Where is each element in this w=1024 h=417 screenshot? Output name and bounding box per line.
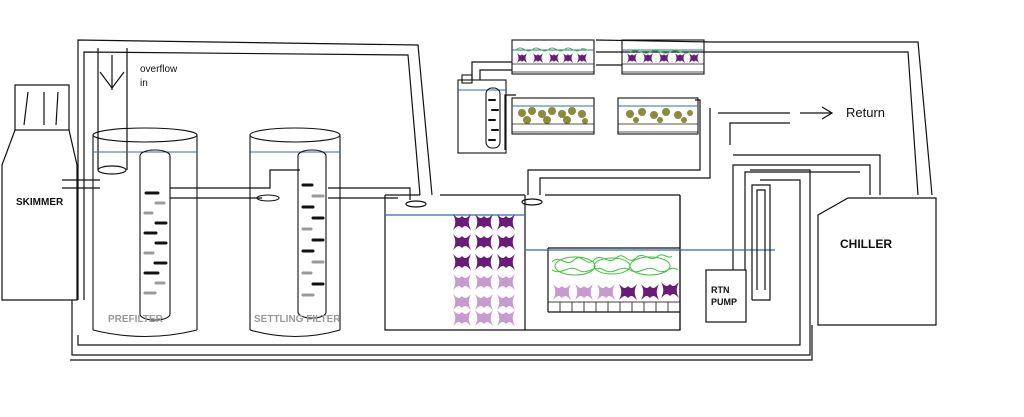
tray-mid-left (511, 97, 595, 135)
chiller (817, 197, 937, 326)
tray-top-right (621, 39, 705, 75)
refugium-column (457, 74, 507, 154)
skimmer-label: SKIMMER (16, 197, 64, 208)
tray-top-left (511, 39, 595, 75)
prefilter-label: PREFILTER (108, 314, 164, 325)
return-arrow (800, 106, 834, 120)
sump-coral-row (553, 282, 679, 300)
return-pump (705, 184, 771, 323)
skimmer (1, 84, 78, 301)
tray-mid-right (617, 97, 699, 135)
return-label: Return (846, 105, 885, 120)
overflow-label-line1: overflow (140, 64, 178, 75)
prefilter-slots (143, 191, 168, 295)
chiller-label: CHILLER (840, 237, 892, 251)
sump-algae (551, 254, 679, 276)
overflow-label-line2: in (140, 78, 148, 89)
overflow-inlet (97, 48, 128, 175)
rtn-pump-label-line1: RTN (711, 285, 730, 295)
settling-filter-slots (301, 183, 325, 297)
prefilter-vessel (92, 127, 198, 337)
rtn-pump-label-line2: PUMP (711, 297, 737, 307)
plumbing (62, 39, 933, 361)
settling-filter-vessel (249, 127, 341, 338)
sump-coral-rack (453, 214, 515, 326)
settling-filter-label: SETTLING FILTER (254, 314, 341, 325)
refugium-column-slots (488, 99, 499, 141)
sump-rack-grid (547, 301, 681, 313)
